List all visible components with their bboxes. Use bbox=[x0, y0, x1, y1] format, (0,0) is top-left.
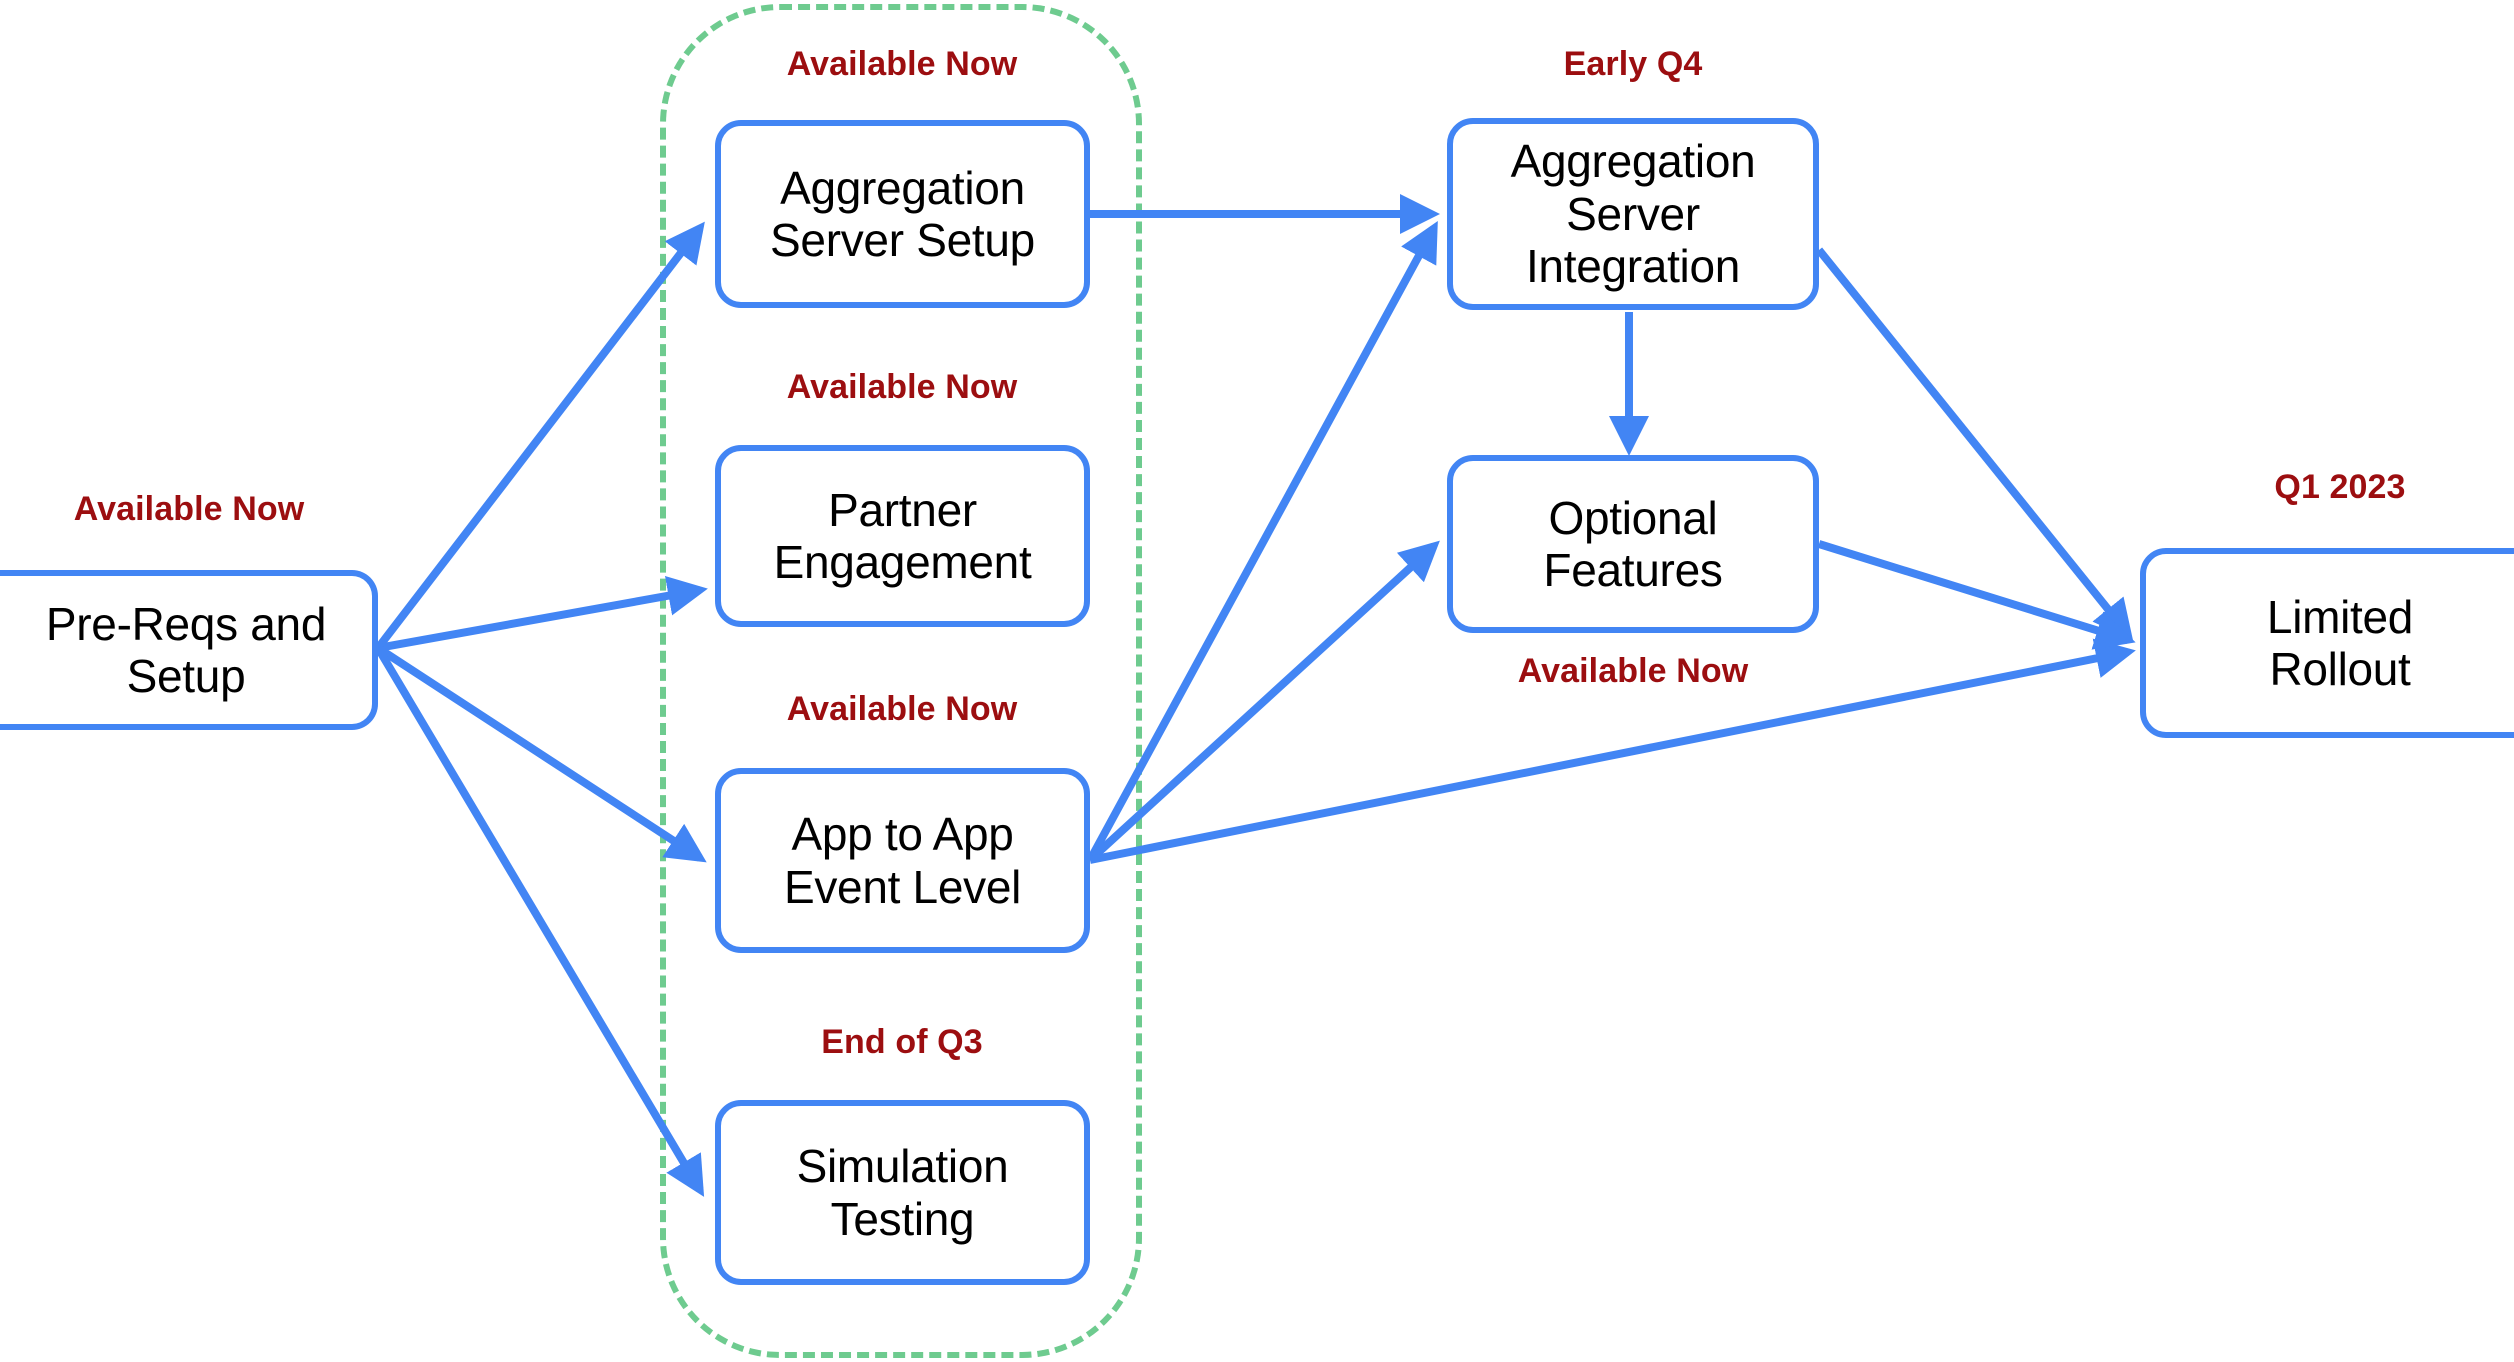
status-label-limited-rollout: Q1 2023 bbox=[2274, 468, 2406, 506]
edge-agg-integration-to-limited-rollout bbox=[1815, 247, 2134, 641]
status-label-simulation-testing: End of Q3 bbox=[821, 1023, 983, 1061]
node-pre-reqs-and-setup[interactable]: Pre-Reqs and Setup bbox=[0, 570, 378, 730]
edge-prereqs-to-partner bbox=[377, 575, 708, 652]
status-label-optional-features: Available Now bbox=[1517, 652, 1749, 690]
status-label-partner-engagement: Available Now bbox=[786, 368, 1018, 406]
edge-prereqs-to-simulation bbox=[374, 645, 705, 1197]
edge-prereqs-to-agg-setup bbox=[374, 221, 705, 651]
node-partner-engagement[interactable]: Partner Engagement bbox=[715, 445, 1090, 627]
status-label-aggregation-server-integration: Early Q4 bbox=[1563, 45, 1703, 83]
node-app-to-app-event-level[interactable]: App to App Event Level bbox=[715, 768, 1090, 953]
edge-prereqs-to-app-to-app bbox=[375, 644, 707, 863]
node-aggregation-server-integration[interactable]: Aggregation Server Integration bbox=[1447, 118, 1819, 310]
node-limited-rollout[interactable]: Limited Rollout bbox=[2140, 548, 2514, 738]
node-aggregation-server-setup[interactable]: Aggregation Server Setup bbox=[715, 120, 1090, 308]
edge-optional-features-to-limited-rollout bbox=[1817, 540, 2136, 650]
status-label-app-to-app-event-level: Available Now bbox=[786, 690, 1018, 728]
node-optional-features[interactable]: Optional Features bbox=[1447, 455, 1819, 633]
status-label-aggregation-server-setup: Available Now bbox=[786, 45, 1018, 83]
node-simulation-testing[interactable]: Simulation Testing bbox=[715, 1100, 1090, 1285]
status-label-pre-reqs: Available Now bbox=[73, 490, 305, 528]
